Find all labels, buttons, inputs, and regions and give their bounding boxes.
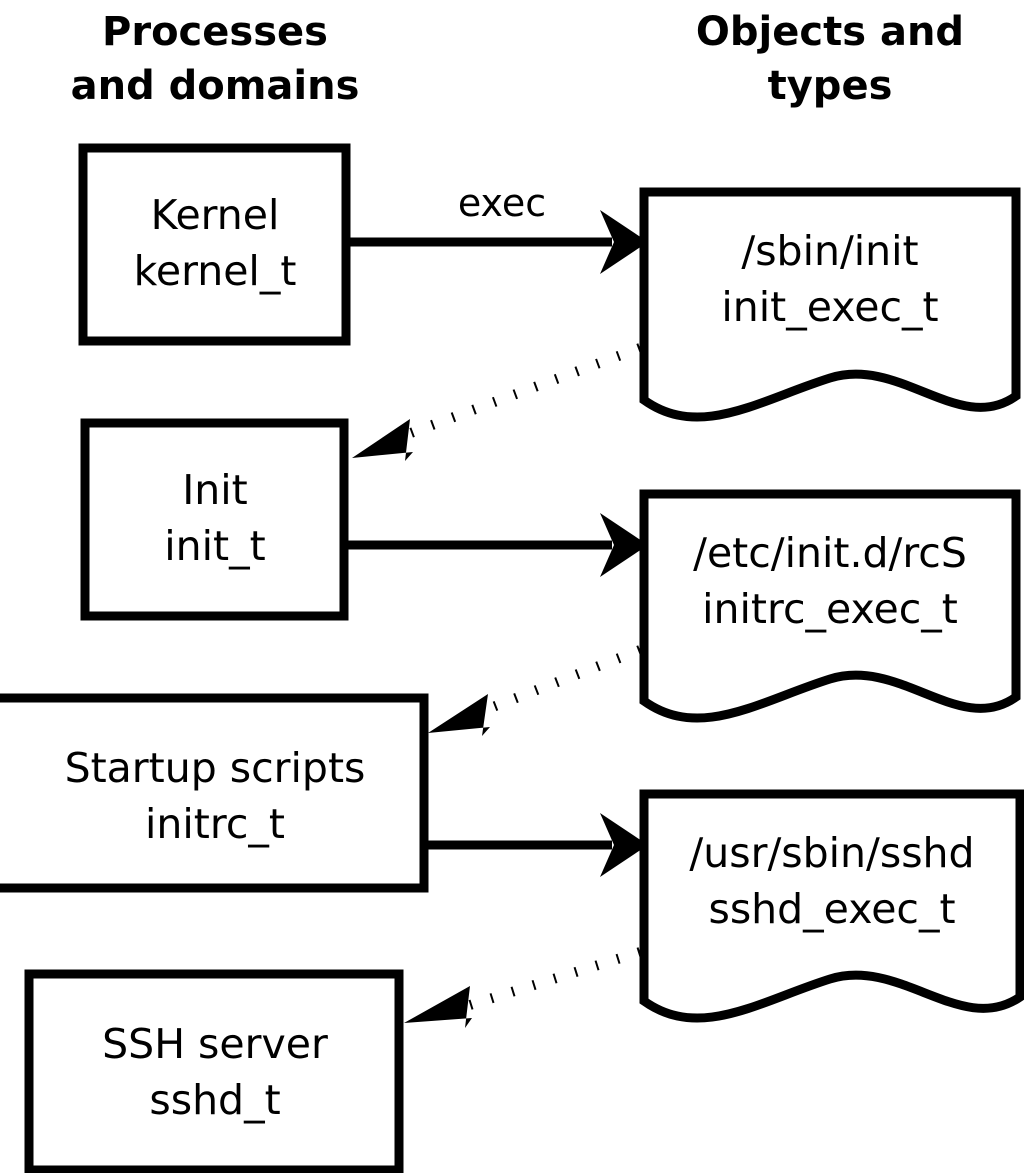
column-title-processes-line1: Processes: [102, 9, 328, 55]
process-node-init-type: init_t: [164, 522, 265, 570]
process-node-init-box[interactable]: [80, 418, 349, 621]
process-node-kernel[interactable]: Kernel kernel_t: [78, 143, 351, 346]
column-title-objects: Objects and types: [696, 9, 964, 109]
edge-line-dotted: [468, 947, 642, 1010]
edge-exec-init-to-rcs: [348, 513, 648, 577]
object-node-sbin-init-type: init_exec_t: [721, 283, 938, 331]
object-node-rcs-path: /etc/init.d/rcS: [693, 529, 967, 577]
edge-line-dotted: [398, 343, 642, 442]
object-node-sshd-path: /usr/sbin/sshd: [689, 829, 974, 877]
edge-exec-startup-scripts-to-sshd: [428, 813, 648, 877]
object-node-sbin-init[interactable]: /sbin/init init_exec_t: [639, 187, 1021, 422]
edge-label-exec: exec: [458, 181, 546, 225]
edge-transition-rcs-to-startup-scripts: [428, 645, 642, 736]
process-node-startup-scripts-name: Startup scripts: [65, 744, 366, 792]
object-node-rcs-type: initrc_exec_t: [702, 585, 958, 633]
column-title-processes-line2: and domains: [71, 63, 360, 109]
edge-transition-sshd-to-ssh-server: [404, 947, 642, 1028]
edge-line-dotted: [478, 645, 642, 717]
process-node-init-name: Init: [182, 466, 248, 514]
object-node-sshd[interactable]: /usr/sbin/sshd sshd_exec_t: [639, 789, 1024, 1023]
object-node-sshd-type: sshd_exec_t: [708, 885, 955, 933]
process-node-kernel-name: Kernel: [151, 191, 280, 239]
process-node-startup-scripts-box[interactable]: [0, 693, 429, 893]
arrow-head-icon: [600, 813, 648, 877]
edge-transition-sbin-init-to-init: [352, 343, 642, 461]
object-node-sshd-document-shape[interactable]: [639, 789, 1024, 1023]
process-node-init[interactable]: Init init_t: [80, 418, 349, 621]
object-node-sbin-init-document-shape[interactable]: [639, 187, 1021, 422]
object-node-rcs[interactable]: /etc/init.d/rcS initrc_exec_t: [639, 489, 1021, 723]
arrow-head-icon: [600, 513, 648, 577]
arrow-head-icon: [404, 986, 472, 1028]
arrow-head-icon: [600, 210, 648, 274]
process-node-startup-scripts[interactable]: Startup scripts initrc_t: [0, 693, 429, 893]
edge-exec-kernel-to-sbin-init: exec: [350, 181, 648, 274]
object-node-sbin-init-path: /sbin/init: [741, 227, 918, 275]
arrow-head-icon: [428, 694, 490, 736]
object-node-rcs-document-shape[interactable]: [639, 489, 1021, 723]
column-title-objects-line1: Objects and: [696, 9, 964, 55]
column-title-objects-line2: types: [768, 63, 893, 109]
process-node-ssh-server[interactable]: SSH server sshd_t: [24, 969, 404, 1173]
arrow-head-icon: [352, 419, 413, 461]
column-title-processes: Processes and domains: [71, 9, 360, 109]
process-node-ssh-server-name: SSH server: [102, 1020, 328, 1068]
process-node-ssh-server-box[interactable]: [24, 969, 404, 1173]
process-node-kernel-box[interactable]: [78, 143, 351, 346]
process-node-startup-scripts-type: initrc_t: [145, 800, 285, 848]
process-node-kernel-type: kernel_t: [134, 247, 297, 295]
process-node-ssh-server-type: sshd_t: [149, 1076, 280, 1124]
